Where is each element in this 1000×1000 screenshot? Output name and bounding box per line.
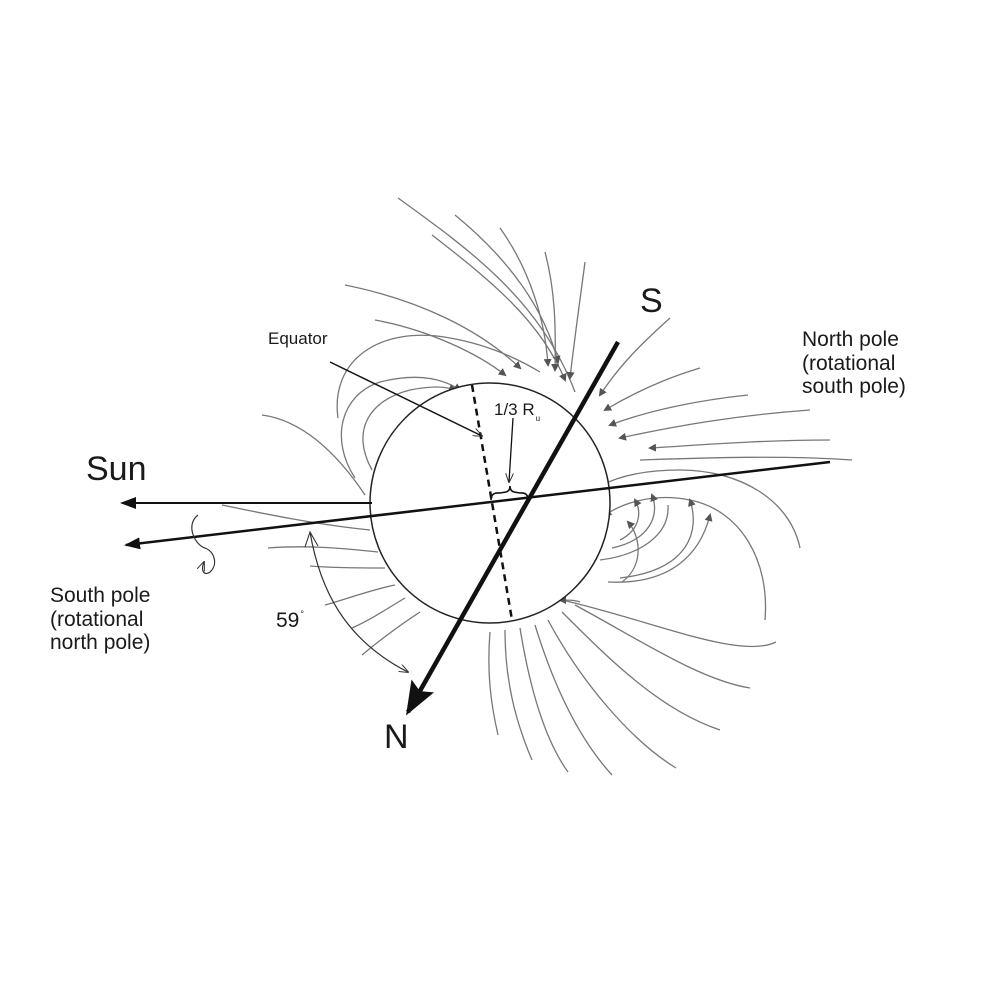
field-line xyxy=(267,546,379,553)
angle-degree-sign: ° xyxy=(300,609,304,619)
field-line xyxy=(619,498,696,579)
field-line xyxy=(558,596,581,605)
field-line xyxy=(603,496,767,621)
offset-text: 1/3 R xyxy=(494,400,535,419)
south-pole-line3: north pole) xyxy=(50,631,151,655)
field-line xyxy=(547,619,677,769)
field-lines-right xyxy=(598,317,853,621)
offset-label: 1/3 Ru xyxy=(494,400,540,423)
field-line xyxy=(454,214,561,364)
field-line xyxy=(374,319,507,377)
equator-label: Equator xyxy=(268,329,328,348)
field-line xyxy=(519,627,569,773)
field-line xyxy=(603,367,701,412)
field-line xyxy=(344,284,522,370)
field-line xyxy=(608,394,749,427)
field-line xyxy=(544,251,560,372)
rotation-arrow-icon xyxy=(191,514,216,575)
field-line xyxy=(599,469,801,549)
field-line xyxy=(619,498,642,541)
field-line xyxy=(566,261,586,380)
magnetic-axis xyxy=(406,340,620,716)
field-line xyxy=(574,604,751,689)
field-line xyxy=(336,334,541,419)
north-pole-line1: North pole xyxy=(802,328,899,351)
field-line xyxy=(639,456,853,461)
north-pole-line3: south pole) xyxy=(802,375,906,399)
field-lines-lower xyxy=(221,504,777,776)
field-line xyxy=(261,414,366,496)
equator-line xyxy=(470,384,514,621)
angle-label: 59° xyxy=(276,609,304,633)
field-line xyxy=(362,384,457,471)
n-pole-label: N xyxy=(384,718,409,756)
field-line xyxy=(340,376,462,479)
field-line xyxy=(309,565,386,569)
angle-arc xyxy=(309,531,408,672)
south-pole-line2: (rotational xyxy=(50,607,144,631)
rotation-axis xyxy=(124,460,831,550)
field-line xyxy=(504,629,533,761)
south-pole-line1: South pole xyxy=(50,584,151,607)
equator-pointer xyxy=(329,361,482,436)
offset-subscript: u xyxy=(535,414,541,423)
field-line xyxy=(561,599,777,648)
offset-pointer xyxy=(509,417,514,482)
field-line xyxy=(648,439,831,452)
field-line xyxy=(607,513,713,583)
field-line xyxy=(598,317,671,397)
sun-label: Sun xyxy=(86,450,147,488)
south-pole-caption: South pole (rotational north pole) xyxy=(50,584,150,655)
angle-arc-start-icon xyxy=(304,530,319,548)
field-line xyxy=(324,584,396,606)
field-line xyxy=(621,520,639,583)
s-pole-label: S xyxy=(640,282,663,320)
field-line xyxy=(618,409,811,441)
angle-value: 59 xyxy=(276,609,300,632)
field-lines-upper xyxy=(261,197,586,496)
north-pole-caption: North pole (rotational south pole) xyxy=(802,328,906,399)
field-line xyxy=(561,611,721,731)
field-line xyxy=(221,504,371,531)
field-line xyxy=(361,611,421,656)
field-line xyxy=(611,493,658,549)
field-line xyxy=(488,631,499,736)
field-line xyxy=(534,624,613,776)
field-line xyxy=(599,504,669,561)
north-pole-line2: (rotational xyxy=(802,351,896,375)
field-line xyxy=(351,597,406,629)
offset-brace xyxy=(490,485,529,501)
field-line xyxy=(499,227,552,367)
